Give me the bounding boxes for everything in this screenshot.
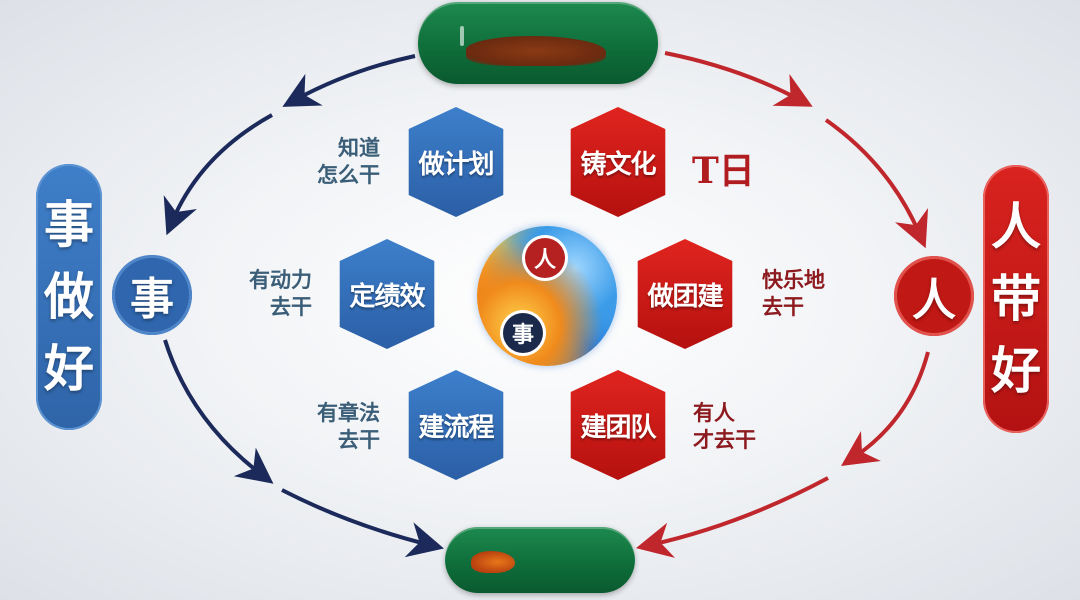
pillar-char: 好 — [991, 342, 1041, 400]
note-kuai-le-di-qu-gan: 快乐地 去干 — [762, 267, 862, 321]
decor-glyph: T日 — [692, 150, 755, 192]
arrow-top-right-2 — [824, 118, 929, 249]
pillar-char: 好 — [44, 340, 94, 398]
center-badge-ren: 人 — [525, 238, 565, 278]
arrow-bottom-left-1 — [163, 339, 274, 484]
arrow-top-left-2 — [163, 113, 273, 236]
note-line: 有动力 — [249, 268, 312, 292]
note-line: 怎么干 — [317, 163, 380, 187]
pillar-char: 带 — [991, 270, 1041, 328]
note-line: 快乐地 — [762, 268, 825, 292]
note-line: 才去干 — [693, 428, 756, 452]
hex-jian-tuan-dui: 建团队 — [570, 370, 666, 480]
center-badge-shi: 事 — [503, 313, 543, 353]
note-you-ren-cai-qu-gan: 有人 才去干 — [693, 400, 793, 454]
note-line: 有人 — [693, 401, 735, 425]
hex-zuo-ji-hua: 做计划 — [408, 107, 504, 217]
note-you-zhang-fa-qu-gan: 有章法 去干 — [290, 400, 380, 454]
hex-zuo-tuan-jian: 做团建 — [637, 239, 733, 349]
arrow-bottom-left-2 — [281, 488, 444, 558]
capsule-blob — [466, 36, 606, 66]
arrow-bottom-right-1 — [841, 351, 930, 466]
hex-zhu-wen-hua: 铸文化 — [570, 107, 666, 217]
arrow-top-left-1 — [282, 54, 416, 107]
right-pillar-ren-dai-hao: 人 带 好 — [983, 165, 1049, 433]
hex-ding-ji-xiao: 定绩效 — [339, 239, 435, 349]
note-line: 去干 — [762, 295, 804, 319]
hex-jian-liu-cheng: 建流程 — [408, 370, 504, 480]
pillar-char: 事 — [44, 196, 94, 254]
bottom-capsule-node — [445, 527, 635, 593]
pillar-char: 做 — [44, 268, 94, 326]
left-circle-shi: 事 — [112, 255, 192, 335]
note-line: 有章法 — [317, 401, 380, 425]
pillar-char: 人 — [991, 198, 1041, 256]
left-pillar-shi-zuo-hao: 事 做 好 — [36, 164, 102, 430]
right-circle-ren: 人 — [894, 256, 974, 336]
note-zhi-dao-zen-me-gan: 知道 怎么干 — [290, 135, 380, 189]
top-capsule-node — [418, 2, 658, 84]
note-line: 去干 — [270, 295, 312, 319]
arrow-top-right-1 — [664, 51, 813, 107]
note-line: 去干 — [338, 428, 380, 452]
capsule-gloss — [460, 26, 464, 46]
capsule-blob — [471, 551, 515, 573]
arrow-bottom-right-2 — [635, 476, 829, 558]
note-line: 知道 — [338, 136, 380, 160]
note-you-dong-li-qu-gan: 有动力 去干 — [220, 267, 312, 321]
